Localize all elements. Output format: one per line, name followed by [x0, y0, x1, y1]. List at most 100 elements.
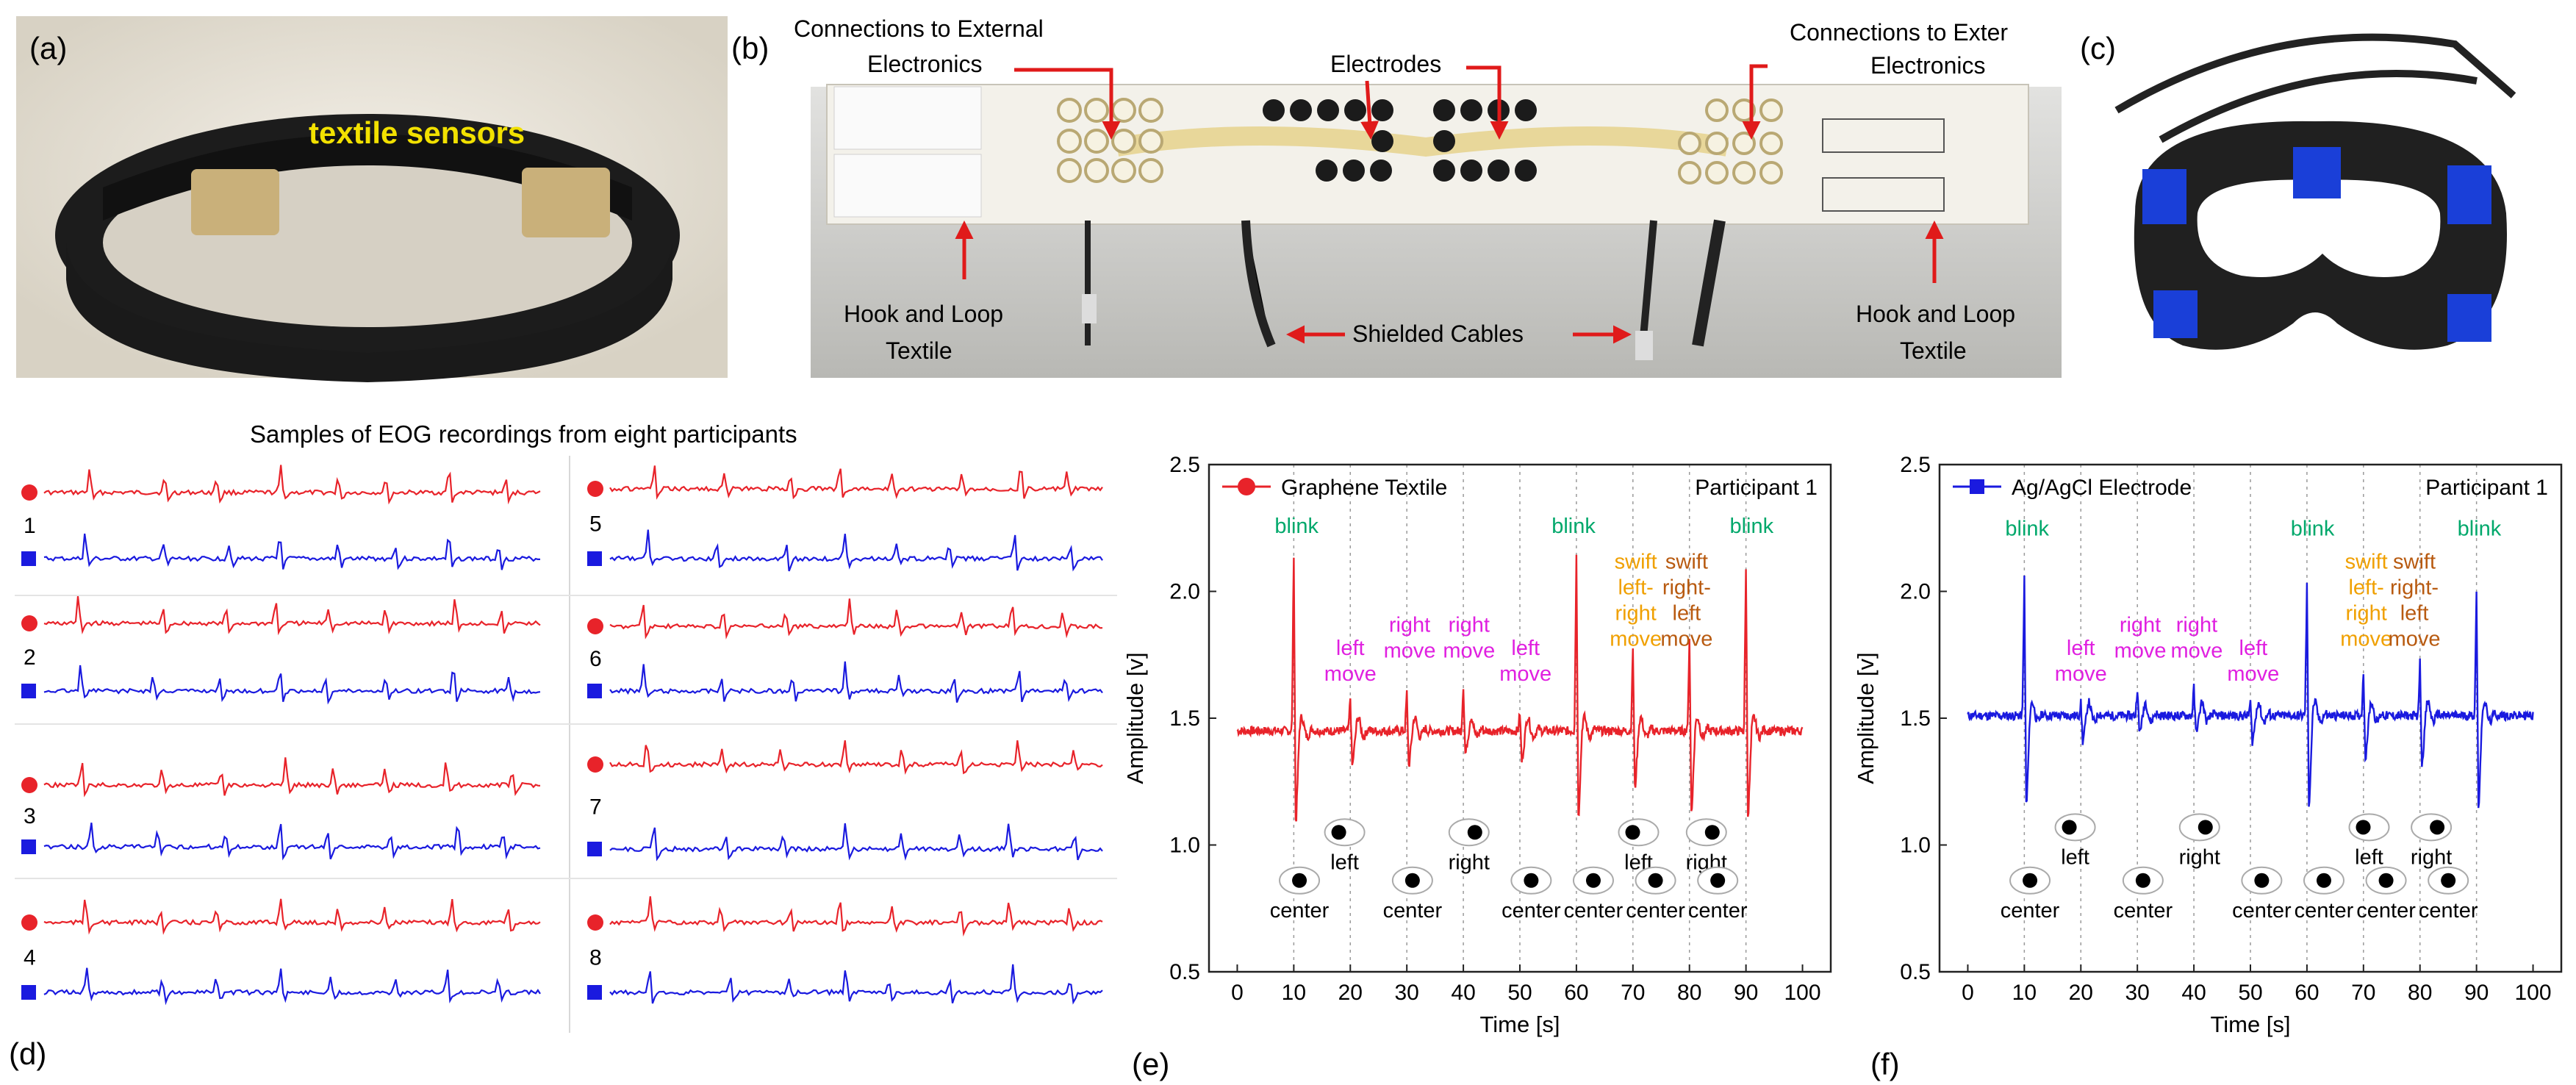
participant-label: Participant 1 [2425, 476, 2548, 500]
eog-trace-agagcl [609, 823, 1103, 862]
eye-position-label: center [1564, 899, 1624, 923]
event-annotation: blink [1274, 515, 1319, 538]
event-annotation: move [1610, 627, 1662, 651]
agagcl-marker [587, 842, 602, 856]
event-annotation: move [1324, 662, 1377, 686]
x-tick-label: 90 [1734, 981, 1758, 1005]
electrode-band-photo [826, 84, 2029, 360]
x-axis-label: Time [s] [1479, 1011, 1560, 1037]
annotation-shielded-cables: Shielded Cables [1352, 321, 1524, 347]
arrow-connections-left [1014, 68, 1121, 140]
connector-pad [1084, 158, 1109, 183]
participant-number: 3 [24, 804, 36, 828]
x-tick-label: 10 [1282, 981, 1306, 1005]
eog-trace-agagcl [609, 964, 1103, 1005]
arrow-connections-right [1742, 64, 1768, 140]
y-tick-label: 2.5 [1169, 453, 1200, 477]
y-axis-label: Amplitude [v] [1122, 652, 1148, 784]
participant-label: Participant 1 [1695, 476, 1818, 500]
x-tick-label: 20 [2069, 981, 2093, 1005]
pupil-icon [2198, 820, 2213, 835]
connector-pad [1732, 99, 1756, 122]
legend-marker [1238, 478, 1255, 495]
mask-electrode-4 [2153, 290, 2198, 338]
annotation-connections-left-2: Electronics [867, 51, 983, 77]
signal-line [1236, 554, 1804, 822]
eog-trace-graphene [43, 898, 541, 935]
event-annotation: right [1389, 614, 1430, 637]
event-annotation: swift [1665, 550, 1708, 573]
electrode-disc [1460, 160, 1482, 182]
participant-number: 1 [24, 514, 36, 538]
textile-headband-photo [55, 114, 680, 382]
agagcl-marker [21, 551, 36, 566]
agagcl-marker [587, 985, 602, 1000]
event-annotation: blink [2005, 518, 2049, 541]
eog-trace-graphene [609, 465, 1103, 500]
eye-position-label: center [1502, 899, 1561, 923]
electrode-disc [1371, 130, 1393, 152]
pupil-icon [1331, 825, 1346, 840]
mask-electrode-2 [2293, 147, 2341, 198]
pupil-icon [1292, 873, 1307, 888]
annotation-hook-left-2: Textile [886, 337, 952, 364]
graphene-marker [21, 914, 37, 931]
eog-trace-graphene [609, 598, 1103, 640]
panel-label-d: (d) [9, 1036, 46, 1071]
panel-a: (a) textile sensors [16, 16, 728, 382]
x-tick-label: 0 [1962, 981, 1974, 1005]
participant-number: 5 [589, 512, 602, 537]
connector-pad [1138, 98, 1163, 123]
pupil-icon [1404, 873, 1420, 888]
eye-position-label: right [2411, 845, 2452, 869]
electrode-disc [1433, 99, 1455, 121]
mask-electrode-3 [2447, 165, 2491, 224]
pupil-icon [2062, 820, 2077, 835]
event-annotation: left [2239, 637, 2268, 660]
legend-label: Graphene Textile [1281, 476, 1447, 500]
panel-d-title: Samples of EOG recordings from eight par… [250, 420, 797, 448]
electrode-disc [1344, 99, 1366, 121]
eye-position-label: left [1330, 851, 1359, 874]
connector-pad [1759, 99, 1783, 122]
annotation-connections-left-1: Connections to External [794, 15, 1044, 42]
panel-b: (b) Connections to External Electronics … [731, 15, 2062, 378]
electrode-disc [1371, 99, 1393, 121]
event-annotation: move [2055, 662, 2107, 686]
eye-position-label: center [1688, 899, 1748, 923]
agagcl-marker [21, 839, 36, 854]
pupil-icon [1625, 825, 1640, 840]
connector-pad [1759, 132, 1783, 155]
panel-c: (c) [2080, 31, 2516, 350]
pupil-icon [2356, 820, 2371, 835]
connector-pad [1759, 161, 1783, 185]
connector-pad [1084, 98, 1109, 123]
y-tick-label: 2.0 [1900, 580, 1931, 604]
event-annotation: blink [2458, 518, 2502, 541]
y-tick-label: 1.0 [1169, 834, 1200, 858]
eog-trace-agagcl [609, 661, 1103, 703]
x-tick-label: 70 [2351, 981, 2375, 1005]
electrode-disc [1370, 160, 1392, 182]
annotation-connections-right-1: Connections to Exter [1790, 19, 2008, 46]
electrode-array [1057, 98, 1783, 185]
event-annotation: right [2176, 614, 2217, 637]
annotation-hook-left-1: Hook and Loop [844, 301, 1003, 327]
eye-position-label: left [2355, 845, 2383, 869]
eye-position-label: center [2114, 899, 2173, 923]
eye-position-label: center [2232, 899, 2292, 923]
eye-position-label: center [2419, 899, 2478, 923]
event-annotation: right- [2390, 576, 2439, 599]
pupil-icon [1467, 825, 1482, 840]
electrode-disc [1317, 99, 1339, 121]
event-annotation: left [2067, 637, 2095, 660]
y-axis-label: Amplitude [v] [1853, 652, 1879, 784]
agagcl-marker [587, 551, 602, 566]
event-annotation: move [2389, 627, 2441, 651]
y-tick-label: 1.5 [1169, 706, 1200, 731]
